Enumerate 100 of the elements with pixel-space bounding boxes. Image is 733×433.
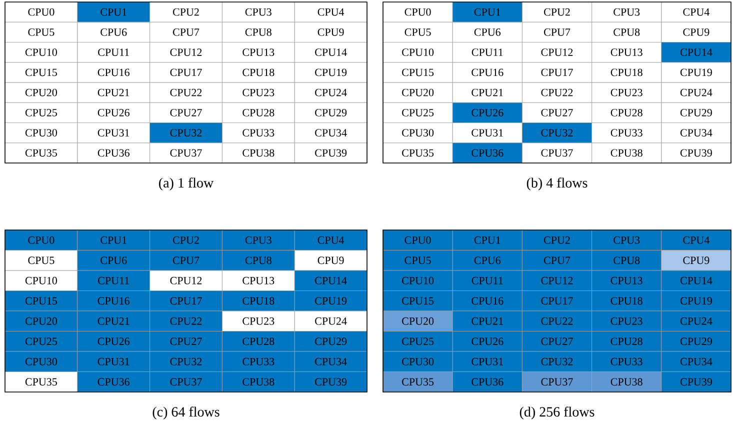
cpu-cell: CPU1 [452, 2, 522, 22]
cpu-cell: CPU5 [382, 22, 453, 42]
cpu-cell: CPU7 [522, 250, 592, 271]
cpu-cell: CPU4 [294, 230, 368, 250]
cpu-cell: CPU12 [522, 270, 592, 291]
cpu-cell: CPU14 [294, 270, 368, 291]
cpu-cell: CPU9 [661, 250, 732, 271]
cpu-cell: CPU30 [382, 122, 453, 144]
cpu-cell: CPU19 [661, 62, 732, 83]
cpu-cell: CPU38 [592, 372, 662, 392]
cpu-cell: CPU36 [77, 372, 150, 392]
cpu-cell: CPU37 [522, 142, 592, 164]
cpu-cell: CPU29 [294, 102, 368, 123]
cpu-cell: CPU16 [452, 62, 522, 83]
cpu-cell: CPU2 [150, 2, 222, 22]
cpu-cell: CPU3 [222, 230, 295, 250]
cpu-cell: CPU4 [294, 2, 368, 22]
cpu-cell: CPU14 [661, 42, 732, 63]
cpu-cell: CPU32 [522, 351, 592, 372]
cpu-cell: CPU20 [4, 82, 78, 103]
cpu-cell: CPU0 [382, 2, 453, 22]
cpu-cell: CPU5 [4, 22, 78, 42]
cpu-cell: CPU24 [661, 82, 732, 103]
cpu-cell: CPU32 [150, 122, 222, 144]
cpu-cell: CPU18 [222, 290, 295, 312]
cpu-cell: CPU32 [150, 351, 222, 372]
cpu-cell: CPU7 [150, 250, 222, 271]
cpu-cell: CPU2 [150, 230, 222, 250]
cpu-cell: CPU28 [592, 331, 662, 352]
table-label: (a) 1 flow [159, 178, 214, 190]
cpu-cell: CPU26 [77, 331, 150, 352]
cpu-cell: CPU6 [452, 250, 522, 271]
cpu-cell: CPU37 [150, 142, 222, 164]
cpu-cell: CPU15 [382, 62, 453, 83]
cpu-cell: CPU11 [452, 270, 522, 291]
cpu-cell: CPU8 [222, 250, 295, 271]
cpu-table [382, 230, 732, 420]
cpu-cell: CPU6 [77, 22, 150, 42]
cpu-cell: CPU19 [294, 290, 368, 312]
cpu-cell: CPU14 [661, 270, 732, 291]
cpu-cell: CPU18 [222, 62, 295, 83]
cpu-cell: CPU8 [592, 22, 662, 42]
cpu-cell: CPU30 [4, 122, 78, 144]
cpu-cell: CPU29 [661, 331, 732, 352]
table-label: (c) 64 flows [152, 406, 220, 420]
table-label: (b) 4 flows [526, 178, 588, 190]
cpu-cell: CPU20 [382, 310, 453, 332]
cpu-cell: CPU22 [150, 310, 222, 332]
cpu-cell: CPU37 [522, 372, 592, 392]
cpu-cell: CPU36 [452, 142, 522, 164]
cpu-cell: CPU27 [522, 331, 592, 352]
cpu-table [4, 230, 368, 420]
cpu-cell: CPU24 [294, 82, 368, 103]
cpu-cell: CPU15 [4, 62, 78, 83]
cpu-cell: CPU7 [522, 22, 592, 42]
table-label: (d) 256 flows [520, 406, 594, 420]
cpu-cell: CPU39 [661, 142, 732, 164]
cpu-cell: CPU13 [222, 42, 295, 63]
cpu-cell: CPU21 [452, 310, 522, 332]
cpu-cell: CPU22 [522, 82, 592, 103]
cpu-cell: CPU27 [150, 331, 222, 352]
cpu-cell: CPU13 [592, 270, 662, 291]
cpu-cell: CPU28 [592, 102, 662, 123]
cpu-cell: CPU2 [522, 2, 592, 22]
cpu-cell: CPU34 [661, 122, 732, 144]
cpu-cell: CPU38 [222, 372, 295, 392]
cpu-cell: CPU39 [294, 372, 368, 392]
cpu-cell: CPU29 [294, 331, 368, 352]
cpu-cell: CPU8 [592, 250, 662, 271]
cpu-cell: CPU36 [452, 372, 522, 392]
cpu-cell: CPU20 [382, 82, 453, 103]
cpu-cell: CPU22 [522, 310, 592, 332]
cpu-cell: CPU11 [452, 42, 522, 63]
cpu-cell: CPU4 [661, 2, 732, 22]
cpu-cell: CPU2 [522, 230, 592, 250]
cpu-cell: CPU1 [77, 2, 150, 22]
cpu-table [4, 2, 368, 190]
cpu-cell: CPU1 [452, 230, 522, 250]
cpu-cell: CPU26 [77, 102, 150, 123]
cpu-cell: CPU0 [4, 2, 78, 22]
cpu-cell: CPU17 [522, 62, 592, 83]
cpu-cell: CPU22 [150, 82, 222, 103]
cpu-cell: CPU17 [150, 290, 222, 312]
cpu-cell: CPU39 [294, 142, 368, 164]
cpu-cell: CPU14 [294, 42, 368, 63]
cpu-cell: CPU13 [592, 42, 662, 63]
cpu-cell: CPU38 [592, 142, 662, 164]
cpu-cell: CPU28 [222, 102, 295, 123]
cpu-cell: CPU31 [77, 351, 150, 372]
cpu-cell: CPU11 [77, 42, 150, 63]
cpu-cell: CPU4 [661, 230, 732, 250]
cpu-cell: CPU28 [222, 331, 295, 352]
cpu-cell: CPU32 [522, 122, 592, 144]
cpu-cell: CPU33 [222, 122, 295, 144]
cpu-cell: CPU6 [452, 22, 522, 42]
cpu-cell: CPU10 [382, 270, 453, 291]
cpu-cell: CPU39 [661, 372, 732, 392]
cpu-cell: CPU12 [522, 42, 592, 63]
cpu-cell: CPU1 [77, 230, 150, 250]
cpu-cell: CPU18 [592, 62, 662, 83]
